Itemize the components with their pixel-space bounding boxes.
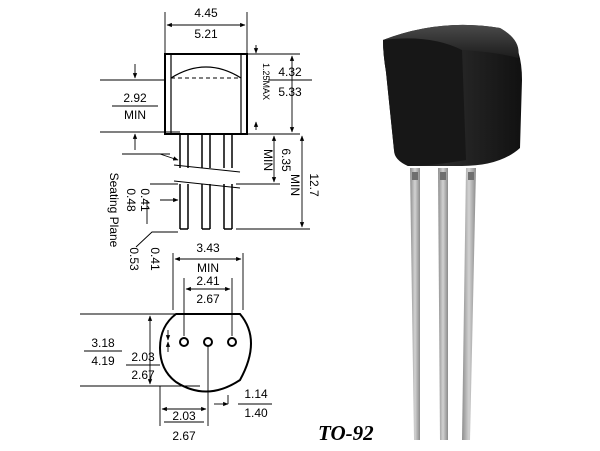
top-note: 1.25MAX [261, 63, 271, 100]
lead-thickness-min: 0.41 [138, 188, 152, 212]
lead-width-min: 0.41 [148, 247, 162, 271]
pin-3 [227, 337, 237, 347]
standoff-min: 2.92 [123, 91, 147, 105]
standoff-label: MIN [124, 108, 146, 122]
bottom-view [80, 253, 272, 426]
pin-2 [203, 337, 213, 347]
height-max: 5.33 [278, 85, 302, 99]
lead-thickness-max: 0.48 [124, 188, 138, 212]
component-top [383, 24, 519, 58]
flat-max: 2.67 [131, 368, 155, 382]
bottom-outline [158, 313, 252, 393]
bottom-max: 2.67 [172, 429, 196, 443]
depth-max: 4.19 [91, 354, 115, 368]
width-min: 4.45 [194, 6, 218, 20]
package-label: TO-92 [318, 421, 374, 445]
depth-min: 3.18 [91, 336, 115, 350]
front-body-outline [164, 53, 248, 135]
seating-plane: Seating Plane [107, 173, 121, 248]
span-label: MIN [197, 261, 219, 275]
front-upper-leads [179, 134, 233, 168]
bottom-min: 2.03 [172, 409, 196, 423]
shoulder-label: MIN [261, 149, 275, 171]
pitch-max: 2.67 [196, 292, 220, 306]
lead-length: 12.7 [307, 173, 321, 197]
radius-min: 1.14 [244, 387, 268, 401]
lead-length-label: MIN [288, 174, 302, 196]
height-min: 4.32 [278, 65, 302, 79]
lead-width-max: 0.53 [127, 247, 141, 271]
pitch-min: 2.41 [196, 274, 220, 288]
front-lower-leads [179, 184, 233, 230]
radius-max: 1.40 [244, 406, 268, 420]
to92-photo [383, 24, 522, 440]
front-view [100, 12, 312, 248]
width-max: 5.21 [194, 27, 218, 41]
component-leads [410, 168, 476, 440]
shoulder-min: 6.35 [279, 148, 293, 172]
flat-min: 2.03 [131, 350, 155, 364]
pin-1 [179, 337, 189, 347]
span-min: 3.43 [196, 241, 220, 255]
